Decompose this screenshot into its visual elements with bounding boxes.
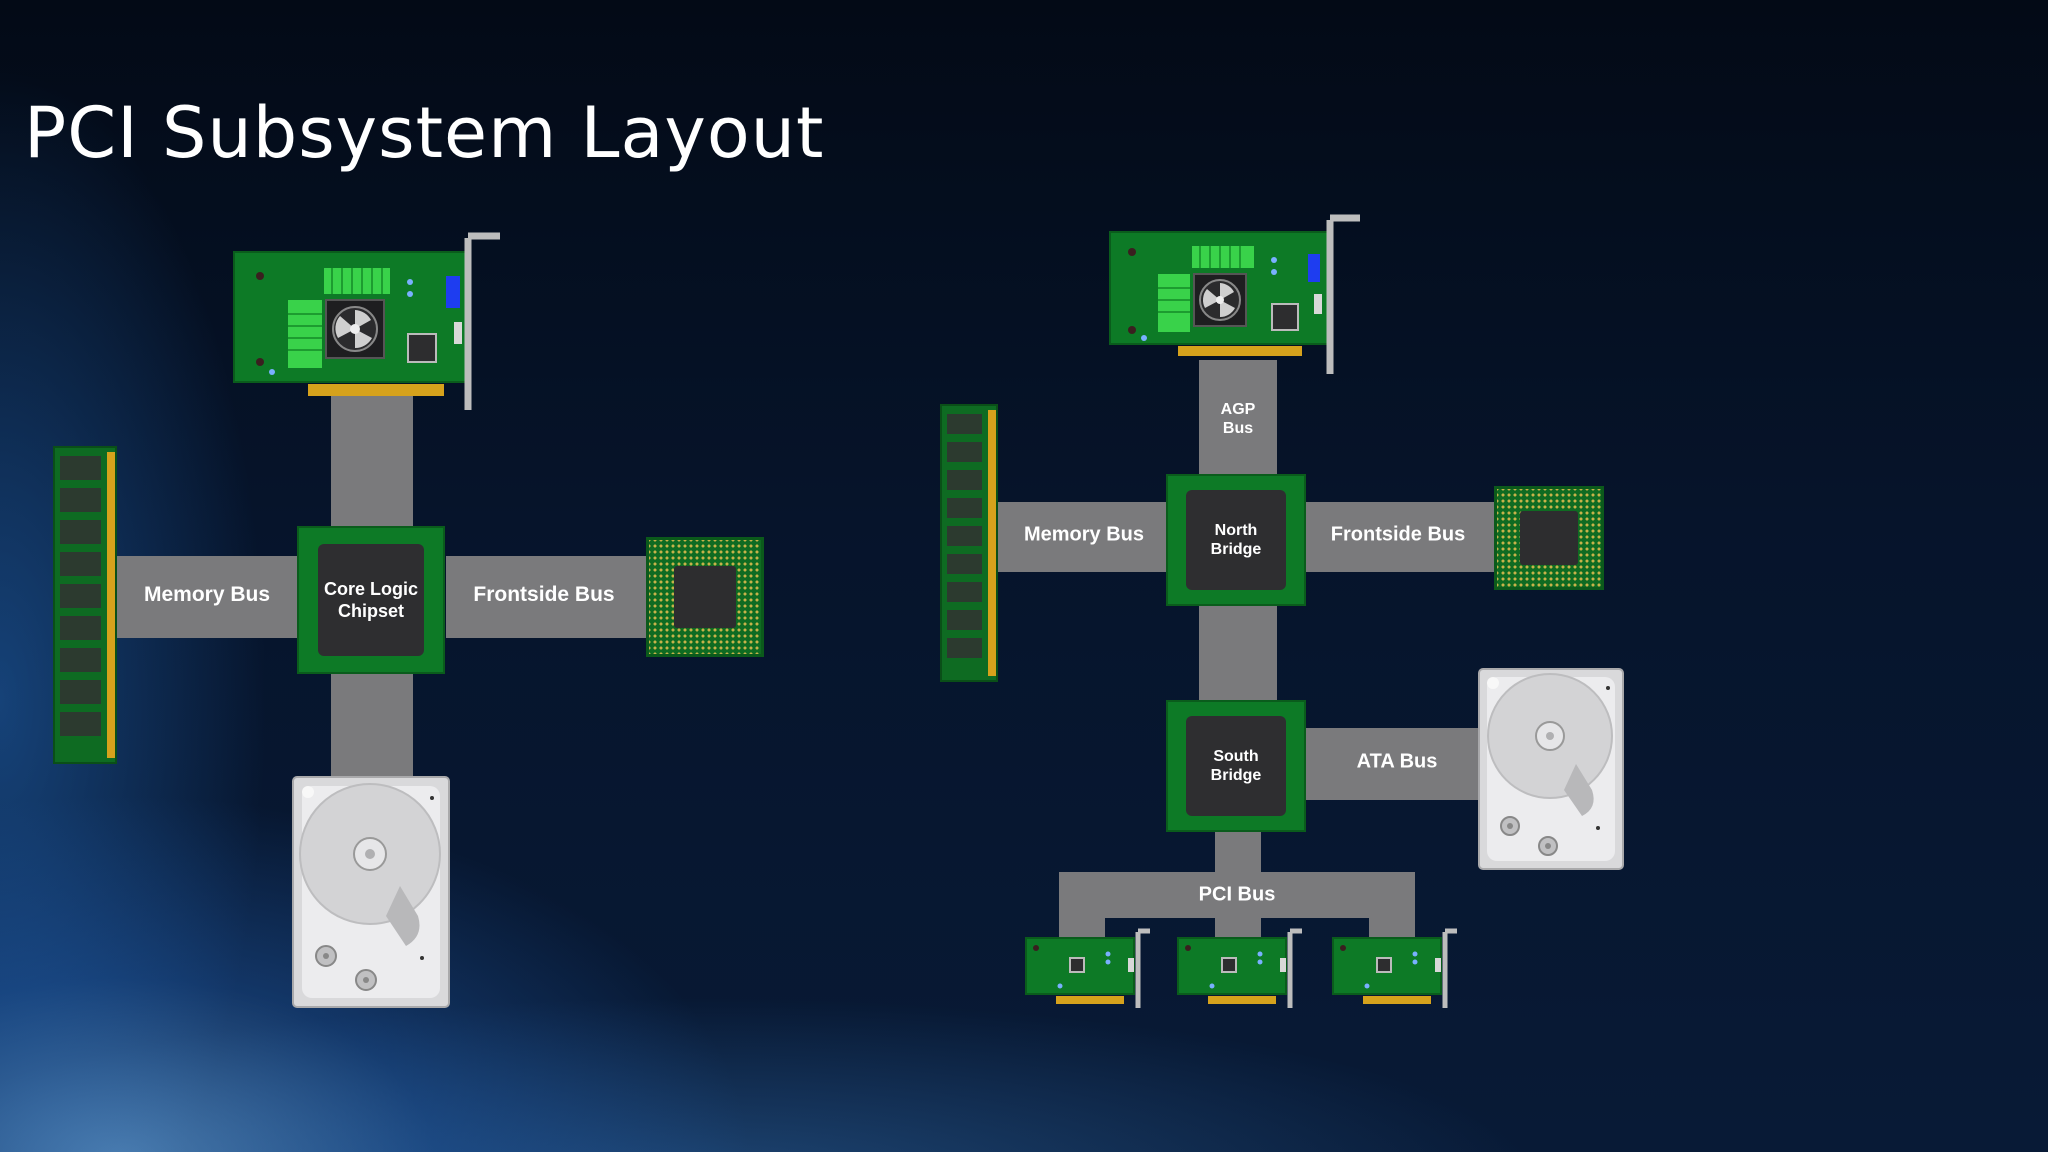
agp-bus-label: AGP Bus xyxy=(1220,401,1256,437)
agp-bus xyxy=(1199,360,1277,476)
ata-bus-label: ATA Bus xyxy=(1356,750,1438,773)
pci-bus xyxy=(1059,872,1415,918)
pci-bus-label: PCI Bus xyxy=(1198,883,1276,906)
ram-chip xyxy=(60,520,101,544)
ram-chip xyxy=(60,616,101,640)
north-bridge-die: North Bridge xyxy=(1185,489,1287,591)
ram-chip xyxy=(947,442,982,462)
right-memory-bus-label: Memory Bus xyxy=(1023,523,1145,546)
right-frontside-bus xyxy=(1306,502,1494,572)
ram-gold-contacts xyxy=(988,410,996,676)
ram-chip xyxy=(60,552,101,576)
north-south-link xyxy=(1199,606,1277,702)
core-logic-chipset: Core Logic Chipset xyxy=(297,526,445,674)
ram-chip xyxy=(947,638,982,658)
south-pci-link xyxy=(1215,830,1261,874)
ram-chip xyxy=(947,554,982,574)
left-graphics-card xyxy=(233,232,500,410)
core-logic-chipset-label: Core Logic Chipset xyxy=(323,579,418,621)
left-memory-bus-label: Memory Bus xyxy=(143,583,271,606)
ram-chip xyxy=(60,680,101,704)
ram-chip xyxy=(947,526,982,546)
cpu-die xyxy=(674,565,736,629)
ram-chip xyxy=(60,488,101,512)
left-hard-drive xyxy=(292,776,450,1008)
left-storage-connector-bus xyxy=(331,672,413,780)
south-bridge-die: South Bridge xyxy=(1185,715,1287,817)
ram-chip xyxy=(947,610,982,630)
left-frontside-bus-label: Frontside Bus xyxy=(473,583,615,606)
south-bridge: South Bridge xyxy=(1166,700,1306,832)
ram-gold-contacts xyxy=(107,452,115,758)
left-agp-connector-bus xyxy=(331,396,413,528)
ram-chip xyxy=(60,648,101,672)
ram-chip xyxy=(60,584,101,608)
south-bridge-label: South Bridge xyxy=(1210,748,1262,784)
right-graphics-card xyxy=(1109,214,1360,374)
pci-card-3 xyxy=(1332,928,1457,1008)
chipset-die: Core Logic Chipset xyxy=(317,543,425,657)
right-cpu xyxy=(1494,486,1604,590)
ata-bus xyxy=(1306,728,1482,800)
cpu-die xyxy=(1520,510,1578,566)
pci-card-2 xyxy=(1177,928,1302,1008)
left-memory-bus xyxy=(116,556,298,638)
pci-card-1 xyxy=(1025,928,1150,1008)
ram-chip xyxy=(947,582,982,602)
ram-chip xyxy=(947,498,982,518)
left-ram-module xyxy=(53,446,117,764)
slide-title: PCI Subsystem Layout xyxy=(24,92,825,174)
left-frontside-bus xyxy=(446,556,646,638)
ram-chip xyxy=(60,712,101,736)
right-frontside-bus-label: Frontside Bus xyxy=(1330,523,1466,546)
ram-chip xyxy=(947,470,982,490)
north-bridge: North Bridge xyxy=(1166,474,1306,606)
right-hard-drive xyxy=(1478,668,1624,870)
right-memory-bus xyxy=(996,502,1168,572)
left-cpu xyxy=(646,537,764,657)
right-ram-module xyxy=(940,404,998,682)
ram-chip xyxy=(947,414,982,434)
north-bridge-label: North Bridge xyxy=(1210,522,1262,558)
ram-chip xyxy=(60,456,101,480)
